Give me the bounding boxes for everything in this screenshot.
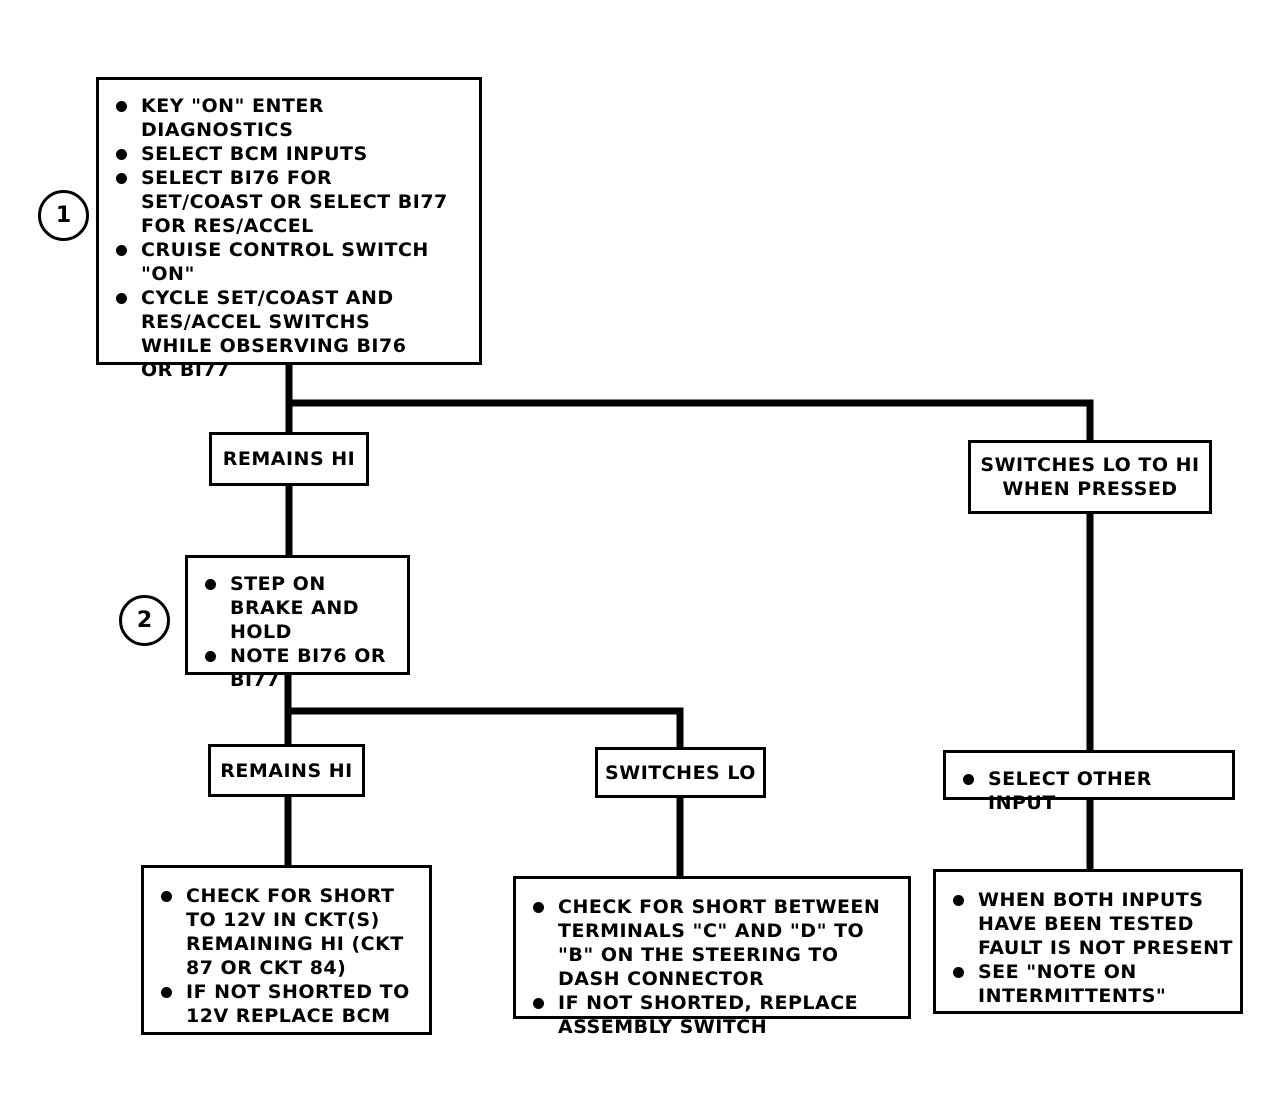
switches-lo-label: SWITCHES LO [605, 761, 756, 784]
result-switch-list: CHECK FOR SHORT BETWEEN TERMINALS "C" AN… [531, 895, 900, 1039]
result-switch-item: CHECK FOR SHORT BETWEEN TERMINALS "C" AN… [531, 895, 900, 991]
remains-hi-box-2: REMAINS HI [208, 744, 365, 797]
result-intermittent-list: WHEN BOTH INPUTS HAVE BEEN TESTED FAULT … [951, 888, 1234, 1008]
switches-lo-to-hi-label: SWITCHES LO TO HI WHEN PRESSED [980, 454, 1200, 500]
select-other-input-item: SELECT OTHER INPUT [961, 767, 1224, 815]
switches-lo-to-hi-box: SWITCHES LO TO HI WHEN PRESSED [968, 440, 1212, 514]
switches-lo-box: SWITCHES LO [595, 747, 766, 798]
step-1-item: CRUISE CONTROL SWITCH "ON" [114, 238, 471, 286]
result-bcm-list: CHECK FOR SHORT TO 12V IN CKT(S) REMAINI… [159, 884, 421, 1028]
step-2-item: STEP ON BRAKE AND HOLD [203, 572, 399, 644]
result-bcm-item: IF NOT SHORTED TO 12V REPLACE BCM [159, 980, 421, 1028]
step-2-box: STEP ON BRAKE AND HOLD NOTE BI76 OR BI77 [185, 555, 410, 691]
step-1-item: CYCLE SET/COAST AND RES/ACCEL SWITCHS WH… [114, 286, 471, 382]
result-switch-box: CHECK FOR SHORT BETWEEN TERMINALS "C" AN… [513, 876, 911, 1038]
select-other-input-list: SELECT OTHER INPUT [961, 767, 1224, 815]
remains-hi-label-2: REMAINS HI [220, 759, 353, 782]
result-bcm-box: CHECK FOR SHORT TO 12V IN CKT(S) REMAINI… [141, 865, 432, 1035]
result-intermittent-item: SEE "NOTE ON INTERMITTENTS" [951, 960, 1234, 1008]
step-2-marker: 2 [119, 595, 170, 646]
result-intermittent-item: WHEN BOTH INPUTS HAVE BEEN TESTED FAULT … [951, 888, 1234, 960]
step-1-item: SELECT BCM INPUTS [114, 142, 471, 166]
step-1-item: KEY "ON" ENTER DIAGNOSTICS [114, 94, 471, 142]
remains-hi-box-1: REMAINS HI [209, 432, 369, 486]
step-1-box: KEY "ON" ENTER DIAGNOSTICS SELECT BCM IN… [96, 77, 482, 381]
step-1-number: 1 [55, 203, 72, 228]
select-other-input-box: SELECT OTHER INPUT [943, 750, 1235, 814]
remains-hi-label-1: REMAINS HI [222, 448, 356, 470]
result-switch-item: IF NOT SHORTED, REPLACE ASSEMBLY SWITCH [531, 991, 900, 1039]
result-intermittent-box: WHEN BOTH INPUTS HAVE BEEN TESTED FAULT … [933, 869, 1243, 1014]
step-2-number: 2 [136, 608, 153, 633]
step-2-list: STEP ON BRAKE AND HOLD NOTE BI76 OR BI77 [203, 572, 399, 692]
step-2-item: NOTE BI76 OR BI77 [203, 644, 399, 692]
step-1-item: SELECT BI76 FOR SET/COAST OR SELECT BI77… [114, 166, 471, 238]
step-1-marker: 1 [38, 190, 89, 241]
result-bcm-item: CHECK FOR SHORT TO 12V IN CKT(S) REMAINI… [159, 884, 421, 980]
step-1-list: KEY "ON" ENTER DIAGNOSTICS SELECT BCM IN… [114, 94, 471, 382]
